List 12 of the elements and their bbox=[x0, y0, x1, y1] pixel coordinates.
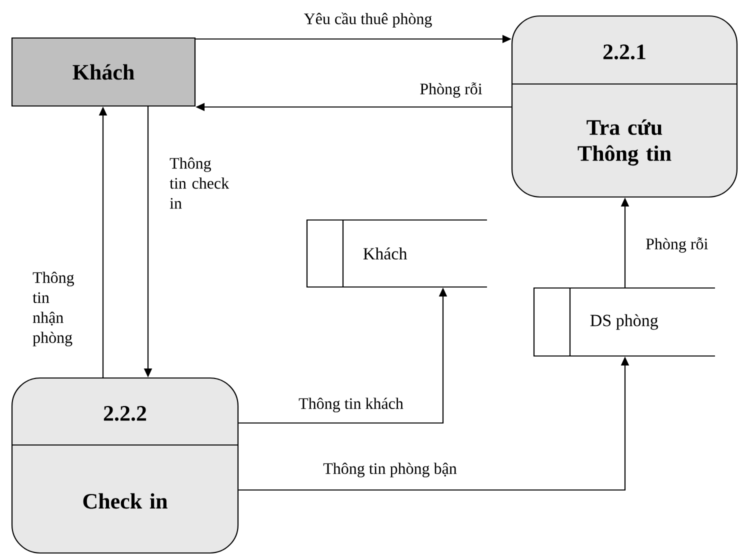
data-store: DS phòng bbox=[533, 287, 715, 357]
edge-label: Phòng rỗi bbox=[418, 81, 484, 99]
edge-label: Thông tin nhận phòng bbox=[32, 270, 86, 348]
edge-label: Yêu cầu thuê phòng bbox=[302, 11, 434, 29]
edge-label: Thông tin khách bbox=[298, 396, 404, 414]
edge-label: Phòng rỗi bbox=[644, 236, 710, 254]
process-box: 2.2.1 Tra cứu Thông tin bbox=[511, 15, 738, 198]
data-store: Khách bbox=[306, 219, 487, 288]
process-box: 2.2.2 Check in bbox=[11, 377, 239, 554]
edge-label: Thông tin check in bbox=[168, 156, 231, 210]
entity-box: Khách bbox=[11, 37, 196, 107]
edge-label: Thông tin phòng bận bbox=[322, 462, 458, 478]
